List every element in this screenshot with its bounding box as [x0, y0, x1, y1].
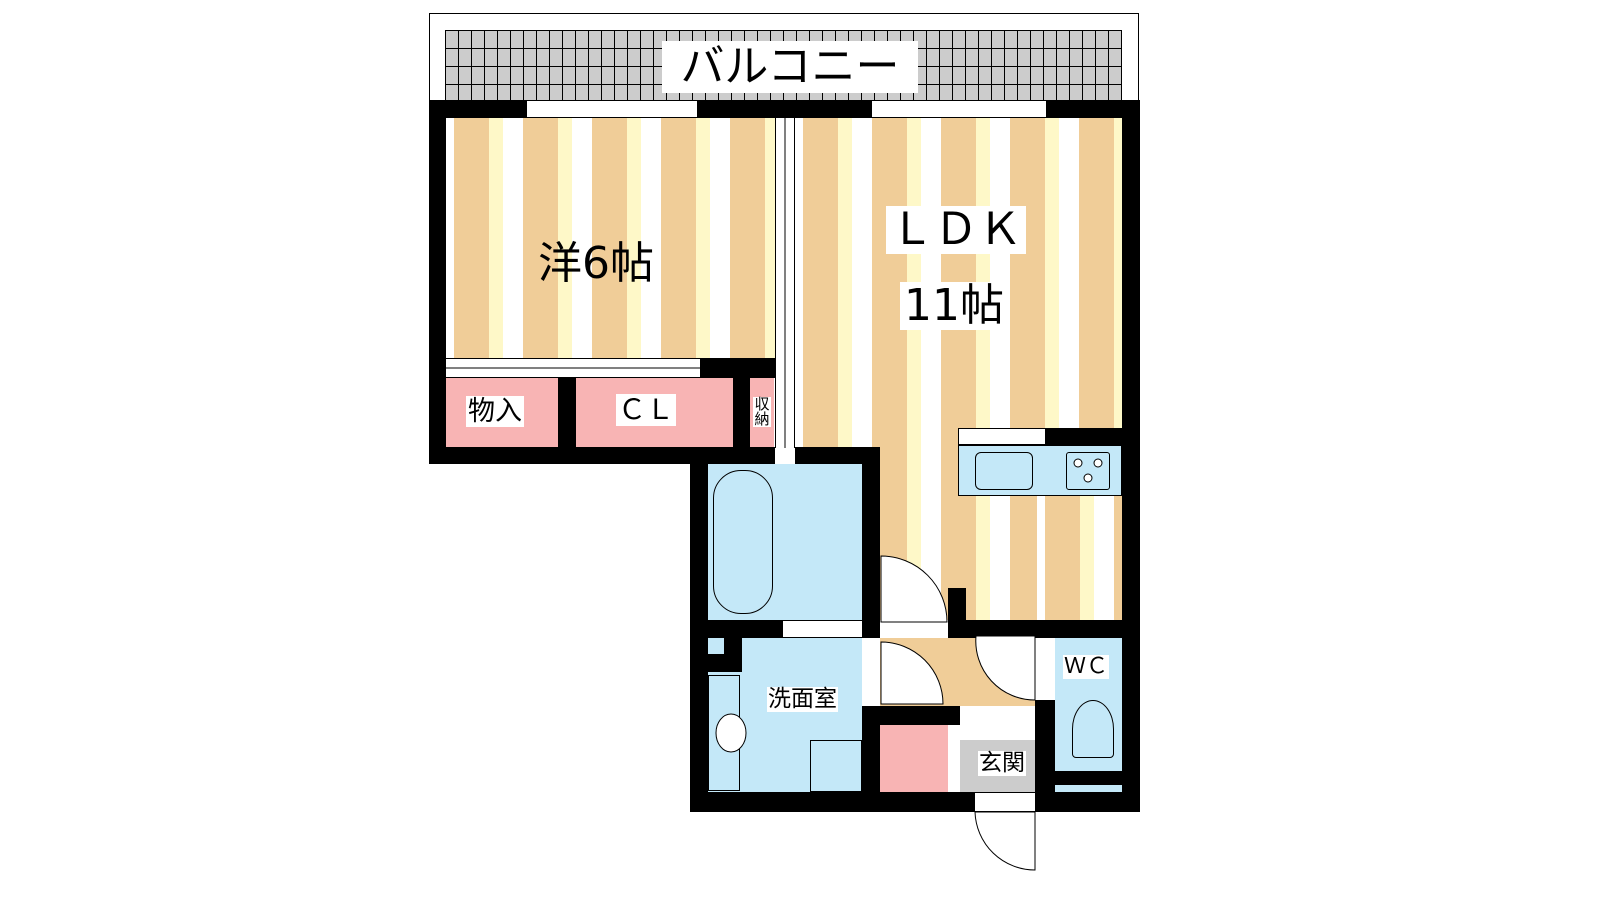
wall	[429, 100, 446, 464]
toilet-shelf	[1055, 785, 1122, 792]
wall	[708, 620, 783, 638]
balcony-label: バルコニー	[662, 41, 918, 93]
wall	[948, 620, 1122, 638]
kitchen-backsplash	[958, 428, 1046, 445]
storage-label: 物入	[466, 396, 524, 427]
wall	[733, 378, 750, 447]
entrance-door-arc	[974, 811, 1036, 871]
stove-icon	[1066, 452, 1110, 490]
wall	[700, 358, 775, 378]
wall	[880, 706, 960, 725]
kitchen-wall	[1046, 428, 1122, 445]
wall	[1122, 100, 1140, 812]
wall	[429, 100, 527, 118]
wall	[429, 447, 775, 464]
wall-niche	[708, 638, 724, 654]
ldk-label: ＬＤＫ	[886, 206, 1026, 254]
washroom-label: 洗面室	[767, 686, 838, 712]
bathtub-icon	[713, 470, 773, 614]
ldk-size-label: 11帖	[900, 282, 1008, 330]
stove-burner	[1093, 458, 1103, 468]
western-room-floor	[446, 118, 776, 360]
wall	[558, 378, 576, 447]
toilet-icon	[1072, 700, 1114, 758]
stove-burner	[1083, 473, 1093, 483]
wall	[1046, 100, 1140, 118]
wall	[690, 464, 708, 812]
wall	[690, 792, 975, 812]
basin-bowl	[715, 713, 747, 753]
kitchen-counter	[958, 445, 1122, 496]
closet-label: ＣＬ	[616, 393, 677, 426]
sink-icon	[975, 452, 1033, 490]
small-storage-label: 収納	[753, 395, 771, 428]
wall	[795, 447, 880, 464]
entrance-label: 玄関	[978, 750, 1026, 776]
wall	[862, 448, 880, 638]
washing-machine-pan	[810, 740, 862, 792]
window[interactable]	[872, 100, 1046, 118]
toilet-label: ＷＣ	[1063, 654, 1110, 679]
stove-burner	[1073, 458, 1083, 468]
wall	[697, 100, 872, 118]
ldk-door-arc	[880, 555, 948, 623]
shoe-storage	[880, 725, 948, 792]
wall	[1055, 771, 1122, 785]
wall	[1035, 792, 1140, 812]
western-room-label: 洋6帖	[538, 238, 654, 289]
toilet-door-arc	[975, 635, 1036, 701]
wall	[862, 706, 880, 812]
washroom-door-arc	[880, 641, 944, 705]
window[interactable]	[527, 100, 697, 118]
bath-door[interactable]	[783, 620, 862, 638]
wall	[1035, 700, 1055, 812]
